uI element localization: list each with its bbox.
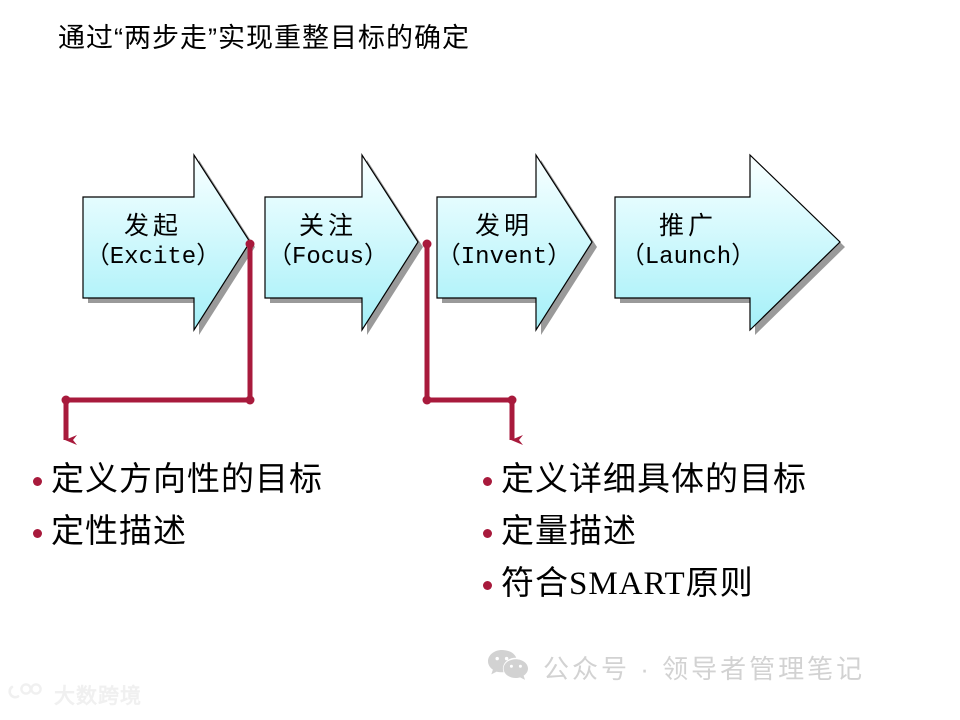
connector-right-node-end [507, 395, 517, 405]
flow-arrow-1-label-cn: 发起 [123, 213, 182, 240]
connector-right [422, 239, 523, 445]
bullet-dot-icon [33, 529, 42, 538]
brand-watermark-text: 大数跨境 [54, 685, 142, 708]
flow-arrow-2-shadow [270, 160, 423, 335]
connector-left-node-top [245, 239, 255, 249]
flow-arrow-3-label-en: （Invent） [436, 244, 572, 271]
flow-arrow-3-shape [436, 152, 593, 333]
list-item: 符合SMART原则 [483, 561, 807, 607]
flow-arrow-1-shape [82, 152, 251, 333]
flow-arrow-2-label: 关注 （Focus） [258, 212, 398, 274]
flow-arrow-3-shadow [442, 160, 597, 335]
connector-left-node-start [61, 395, 71, 405]
left-goals-list: 定义方向性的目标 定性描述 [33, 457, 323, 561]
connector-right-node-elbow [422, 395, 432, 405]
connector-right-path [424, 244, 523, 445]
connector-left [61, 239, 255, 445]
flow-arrow-1-shadow [88, 160, 255, 335]
list-item: 定性描述 [33, 509, 323, 555]
connector-right-node-top [422, 239, 432, 249]
page-title: 通过“两步走”实现重整目标的确定 [58, 23, 470, 53]
right-goal-text-1: 定义详细具体的目标 [501, 462, 807, 498]
bullet-dot-icon [483, 529, 492, 538]
flow-arrow-4-label-cn: 推广 [658, 213, 717, 240]
flow-arrow-2-label-en: （Focus） [267, 244, 388, 271]
flow-arrow-2[interactable] [264, 152, 423, 335]
flow-arrow-1-label: 发起 （Excite） [83, 212, 223, 274]
flow-arrow-3-label-cn: 发明 [474, 213, 533, 240]
connector-left-node-elbow [245, 395, 255, 405]
wechat-watermark-text: 公众号 · 领导者管理笔记 [543, 654, 866, 684]
flow-arrow-4-label-en: （Launch） [620, 244, 756, 271]
flow-arrow-4-label: 推广 （Launch） [612, 212, 764, 274]
flow-arrow-2-label-cn: 关注 [298, 213, 357, 240]
flow-arrow-4[interactable] [614, 153, 845, 335]
flow-arrow-1[interactable] [82, 152, 255, 335]
list-item: 定义详细具体的目标 [483, 457, 807, 503]
left-goal-text-2: 定性描述 [51, 514, 187, 550]
bullet-dot-icon [33, 477, 42, 486]
connector-left-path [63, 244, 253, 445]
flow-arrow-3-label: 发明 （Invent） [430, 212, 578, 274]
bullet-dot-icon [483, 581, 492, 590]
list-item: 定义方向性的目标 [33, 457, 323, 503]
bullet-dot-icon [483, 477, 492, 486]
flow-arrow-1-label-en: （Excite） [85, 244, 221, 271]
wechat-icon [487, 648, 529, 687]
right-goal-text-2: 定量描述 [501, 514, 637, 550]
right-goal-text-3: 符合SMART原则 [501, 566, 754, 602]
wechat-watermark: 公众号 · 领导者管理笔记 [487, 648, 865, 687]
flow-arrow-4-shape [614, 153, 841, 332]
left-goal-text-1: 定义方向性的目标 [51, 462, 323, 498]
right-goals-list: 定义详细具体的目标 定量描述 符合SMART原则 [483, 457, 807, 613]
brand-watermark: 大数跨境 [8, 680, 142, 710]
list-item: 定量描述 [483, 509, 807, 555]
flow-arrow-4-shadow [620, 160, 845, 335]
flow-arrow-2-shape [264, 152, 419, 333]
brand-logo-icon [8, 681, 48, 710]
flow-arrow-3[interactable] [436, 152, 597, 335]
